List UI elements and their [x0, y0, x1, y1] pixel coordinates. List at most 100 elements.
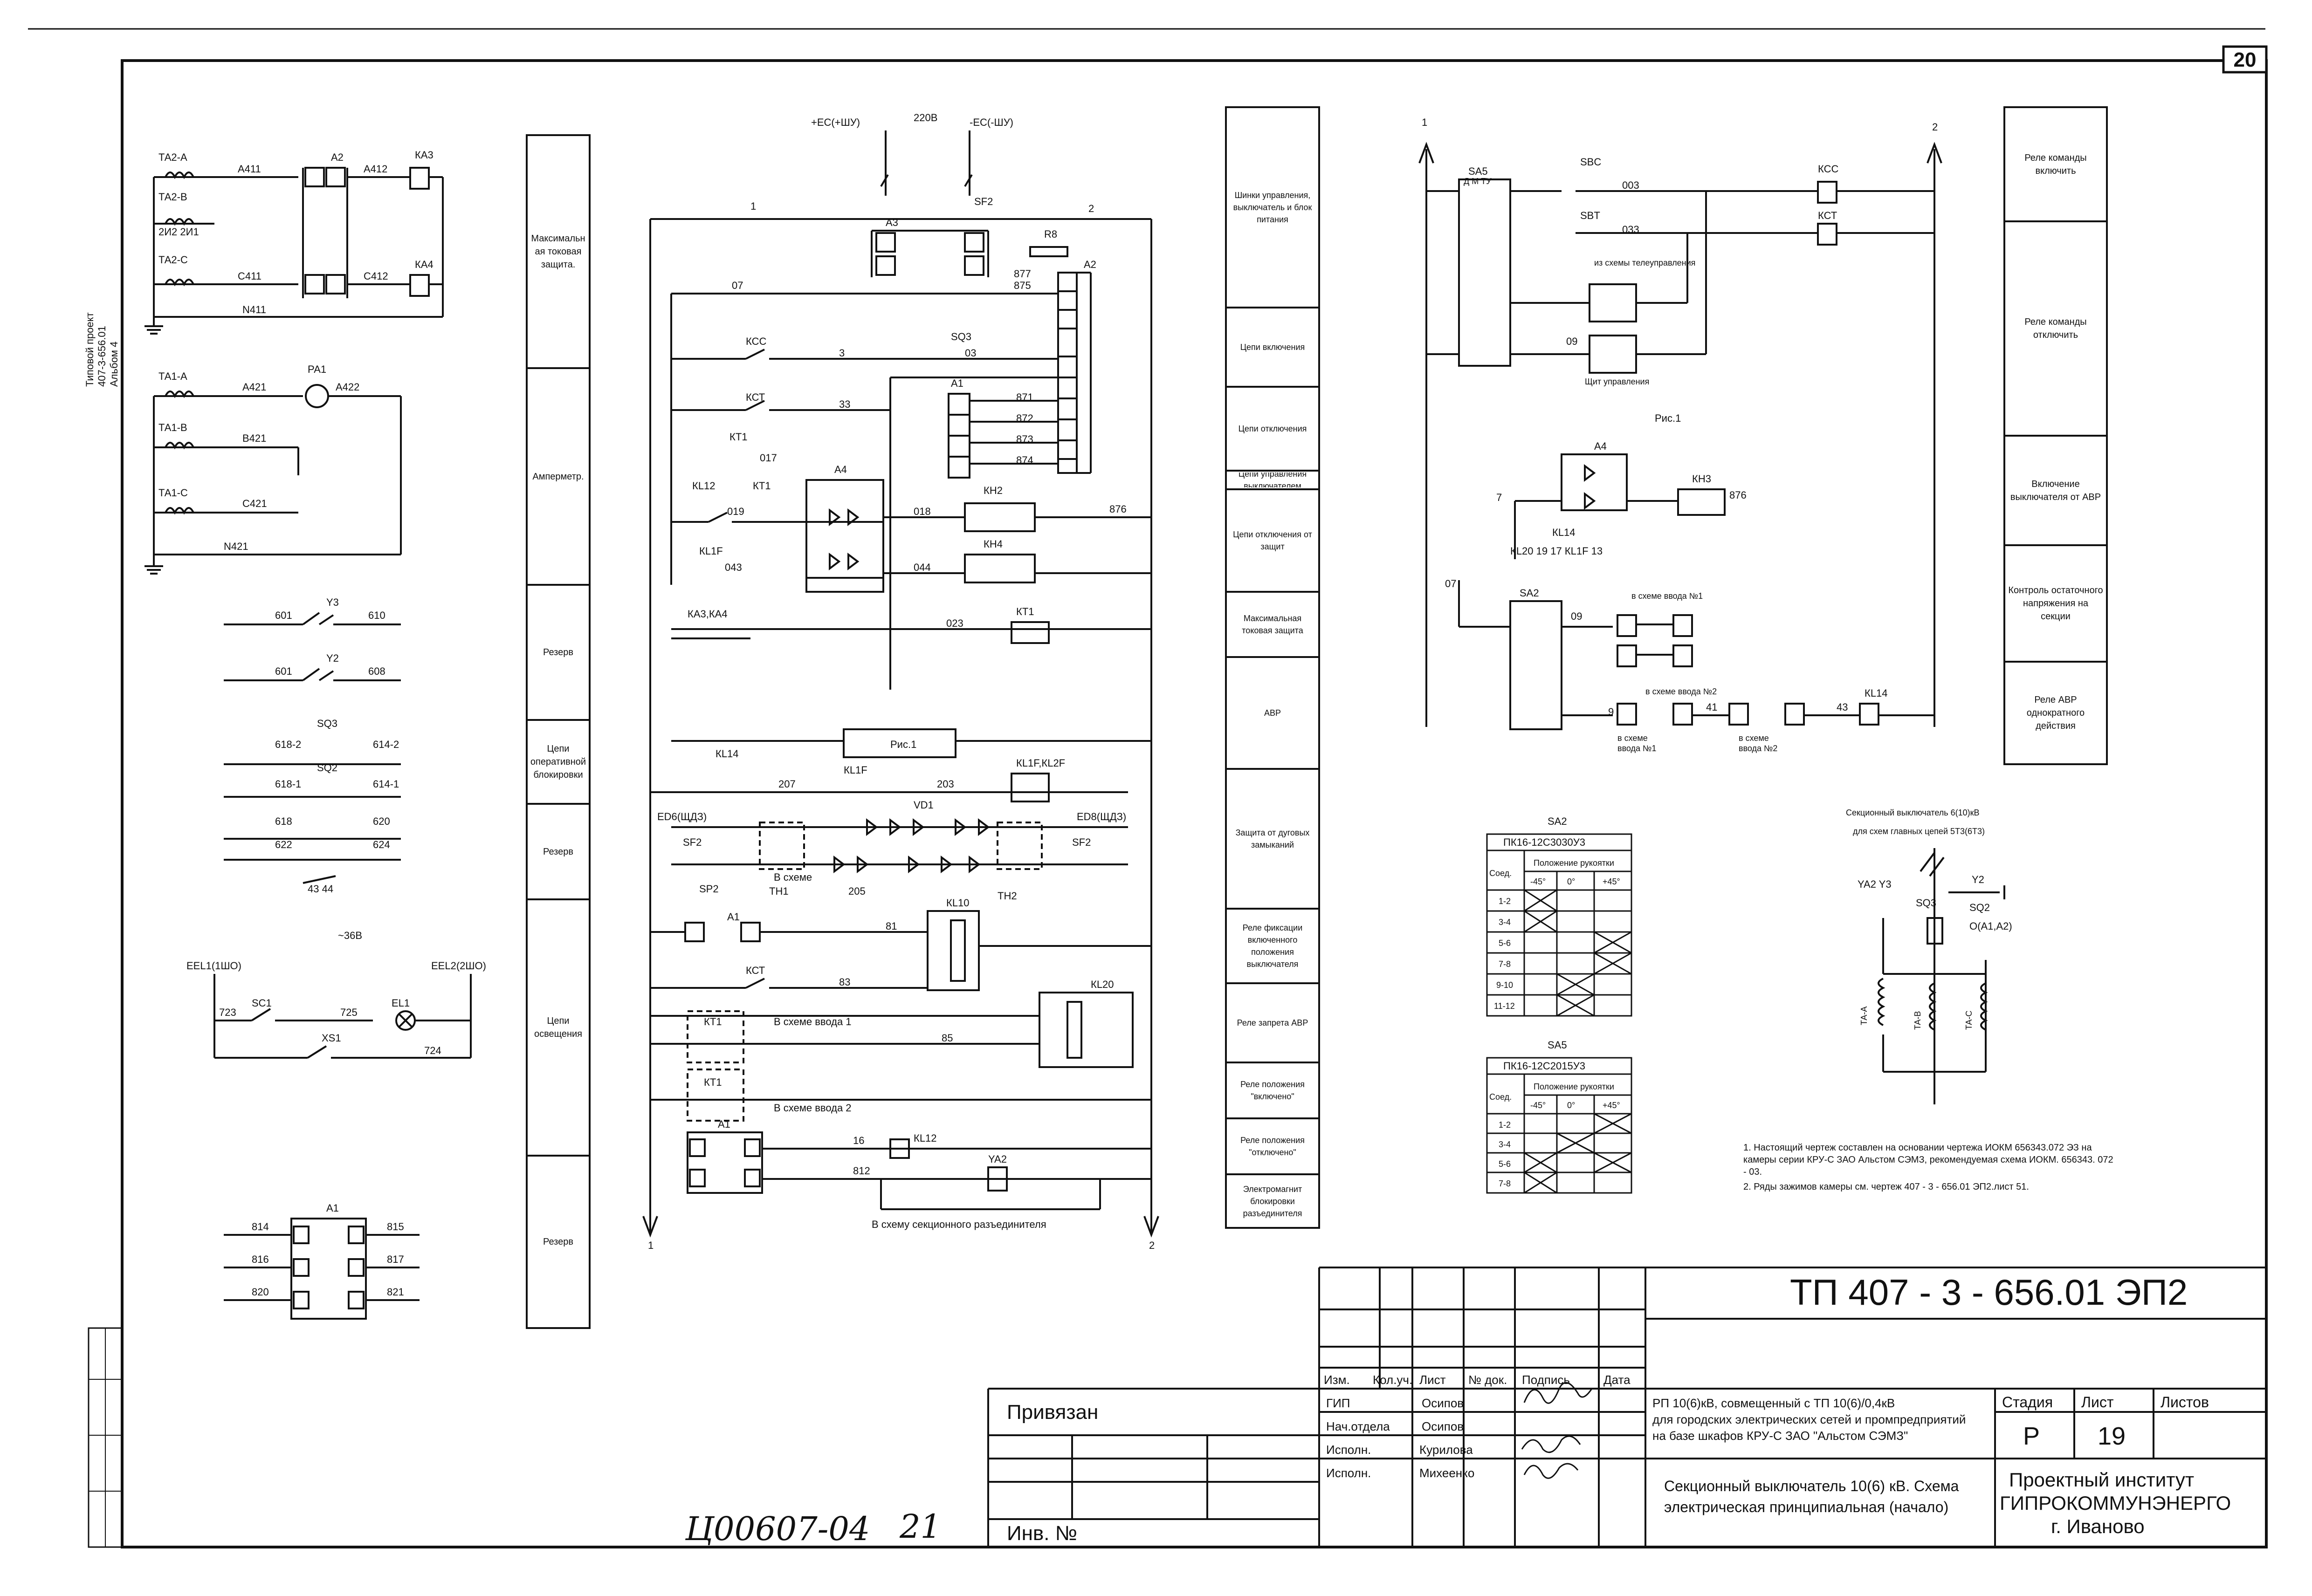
- svg-text:ГИП: ГИП: [1326, 1396, 1350, 1410]
- svg-text:для городских электрических се: для городских электрических сетей и пром…: [1652, 1412, 1966, 1426]
- svg-text:ТН1: ТН1: [769, 885, 789, 897]
- svg-text:-45°: -45°: [1530, 877, 1546, 886]
- sectional-breaker-sketch: [1878, 848, 2005, 1104]
- left-legend-frame: [526, 134, 591, 1329]
- svg-text:Альбом 4: Альбом 4: [108, 342, 120, 387]
- svg-text:А1: А1: [718, 1118, 730, 1130]
- svg-text:EL1: EL1: [392, 997, 410, 1009]
- svg-text:С411: С411: [238, 270, 261, 282]
- svg-text:ТА2-А: ТА2-А: [158, 151, 187, 163]
- svg-text:003: 003: [1622, 179, 1639, 191]
- right-legend-item: Включение выключателя от АВР: [2010, 479, 2101, 502]
- svg-text:А412: А412: [364, 163, 387, 175]
- svg-text:КСС: КСС: [1818, 163, 1838, 175]
- svg-text:614-1: 614-1: [373, 778, 399, 790]
- svg-text:ТА-С: ТА-С: [1964, 1011, 1974, 1030]
- svg-text:618-1: 618-1: [275, 778, 301, 790]
- svg-text:872: 872: [1016, 412, 1033, 424]
- svg-text:КL12: КL12: [692, 480, 716, 492]
- side-stamp: Типовой проект 407-3-656.01 Альбом 4: [84, 312, 120, 387]
- svg-text:А4: А4: [1594, 440, 1607, 452]
- svg-text:КТ1: КТ1: [704, 1016, 722, 1027]
- svg-text:725: 725: [340, 1007, 358, 1018]
- svg-text:SQ2: SQ2: [1969, 902, 1990, 913]
- svg-text:16: 16: [853, 1135, 864, 1146]
- svg-text:608: 608: [368, 665, 385, 677]
- svg-text:Проектный институт: Проектный институт: [2009, 1469, 2194, 1491]
- svg-text:ТА-В: ТА-В: [1913, 1011, 1922, 1030]
- svg-text:3: 3: [839, 347, 845, 359]
- svg-text:КТ1: КТ1: [753, 480, 771, 492]
- svg-text:Михеенко: Михеенко: [1419, 1466, 1474, 1480]
- title-block: ТП 407 - 3 - 656.01 ЭП2 Изм. Кол.уч. Лис…: [685, 1272, 2231, 1548]
- left-legend: Максимальная токовая защита.Амперметр.Ре…: [526, 134, 591, 1329]
- svg-text:РА1: РА1: [308, 363, 326, 375]
- svg-text:А422: А422: [336, 381, 359, 393]
- svg-text:КА3: КА3: [415, 149, 434, 161]
- svg-text:ЕЕL1(1ШО): ЕЕL1(1ШО): [186, 960, 241, 972]
- svg-text:0°: 0°: [1567, 1101, 1575, 1110]
- svg-text:820: 820: [252, 1286, 269, 1298]
- svg-text:Нач.отдела: Нач.отдела: [1326, 1419, 1390, 1433]
- left-legend-item: Резерв: [543, 1237, 573, 1247]
- svg-text:N411: N411: [242, 304, 266, 315]
- svg-text:017: 017: [760, 452, 777, 464]
- svg-text:09: 09: [1571, 610, 1582, 622]
- svg-text:814: 814: [252, 1221, 269, 1233]
- svg-text:044: 044: [914, 562, 931, 573]
- svg-text:1: 1: [750, 200, 756, 212]
- svg-text:А411: А411: [238, 163, 261, 175]
- mid-legend: Шинки управления, выключатель и блок пит…: [1225, 106, 1320, 1229]
- telecontrol-circuit: [1418, 142, 1942, 730]
- svg-text:Соед.: Соед.: [1489, 869, 1512, 878]
- svg-text:SA2: SA2: [1520, 587, 1539, 599]
- svg-text:812: 812: [853, 1165, 870, 1177]
- svg-text:2: 2: [1932, 121, 1938, 133]
- svg-text:Осипов: Осипов: [1422, 1419, 1464, 1433]
- mid-legend-item: Максимальная токовая защита: [1242, 614, 1303, 635]
- svg-text:в схеме ввода №1: в схеме ввода №1: [1631, 591, 1703, 601]
- svg-text:1: 1: [1422, 116, 1427, 128]
- svg-text:618: 618: [275, 815, 292, 827]
- svg-text:Д М ТУ: Д М ТУ: [1464, 177, 1492, 186]
- svg-text:Изм.: Изм.: [1324, 1373, 1350, 1387]
- svg-text:1-2: 1-2: [1499, 1120, 1511, 1130]
- svg-text:Р: Р: [2023, 1422, 2040, 1450]
- svg-text:КСС: КСС: [746, 336, 766, 347]
- svg-text:ТА-А: ТА-А: [1859, 1007, 1869, 1025]
- svg-text:КL12: КL12: [914, 1132, 937, 1144]
- svg-text:876: 876: [1109, 503, 1127, 515]
- svg-text:КL14: КL14: [1552, 527, 1576, 538]
- svg-text:КН2: КН2: [984, 485, 1003, 496]
- svg-text:КL1F,КL2F: КL1F,КL2F: [1016, 757, 1065, 769]
- svg-text:РП 10(6)кВ, совмещенный с ТП 1: РП 10(6)кВ, совмещенный с ТП 10(6)/0,4кВ: [1652, 1396, 1895, 1410]
- svg-text:3-4: 3-4: [1499, 918, 1511, 927]
- svg-text:33: 33: [839, 398, 850, 410]
- svg-text:83: 83: [839, 976, 850, 988]
- svg-text:А3: А3: [886, 217, 898, 228]
- signatures: [1521, 1382, 1593, 1479]
- svg-text:624: 624: [373, 839, 390, 850]
- sa2-table: [1486, 833, 1632, 1017]
- svg-text:033: 033: [1622, 224, 1639, 235]
- svg-text:43 44: 43 44: [308, 883, 333, 895]
- svg-text:Кол.уч.: Кол.уч.: [1373, 1373, 1412, 1387]
- svg-text:в схеме: в схеме: [1617, 733, 1648, 743]
- svg-text:-EC(-ШУ): -EC(-ШУ): [970, 116, 1013, 128]
- svg-text:SA5: SA5: [1468, 165, 1488, 177]
- svg-text:Стадия: Стадия: [2002, 1394, 2053, 1411]
- svg-text:81: 81: [886, 920, 897, 932]
- left-legend-item: Резерв: [543, 647, 573, 658]
- contacts-block: [224, 612, 401, 884]
- svg-text:SP2: SP2: [699, 883, 719, 895]
- svg-text:О(А1,А2): О(А1,А2): [1969, 920, 2012, 932]
- svg-text:ЕD6(ЩДЗ): ЕD6(ЩДЗ): [657, 811, 707, 822]
- svg-text:XS1: XS1: [322, 1032, 341, 1044]
- svg-text:407-3-656.01: 407-3-656.01: [96, 326, 108, 387]
- svg-text:В схеме ввода 1: В схеме ввода 1: [774, 1016, 852, 1027]
- inv-label: Инв. №: [1007, 1522, 1077, 1545]
